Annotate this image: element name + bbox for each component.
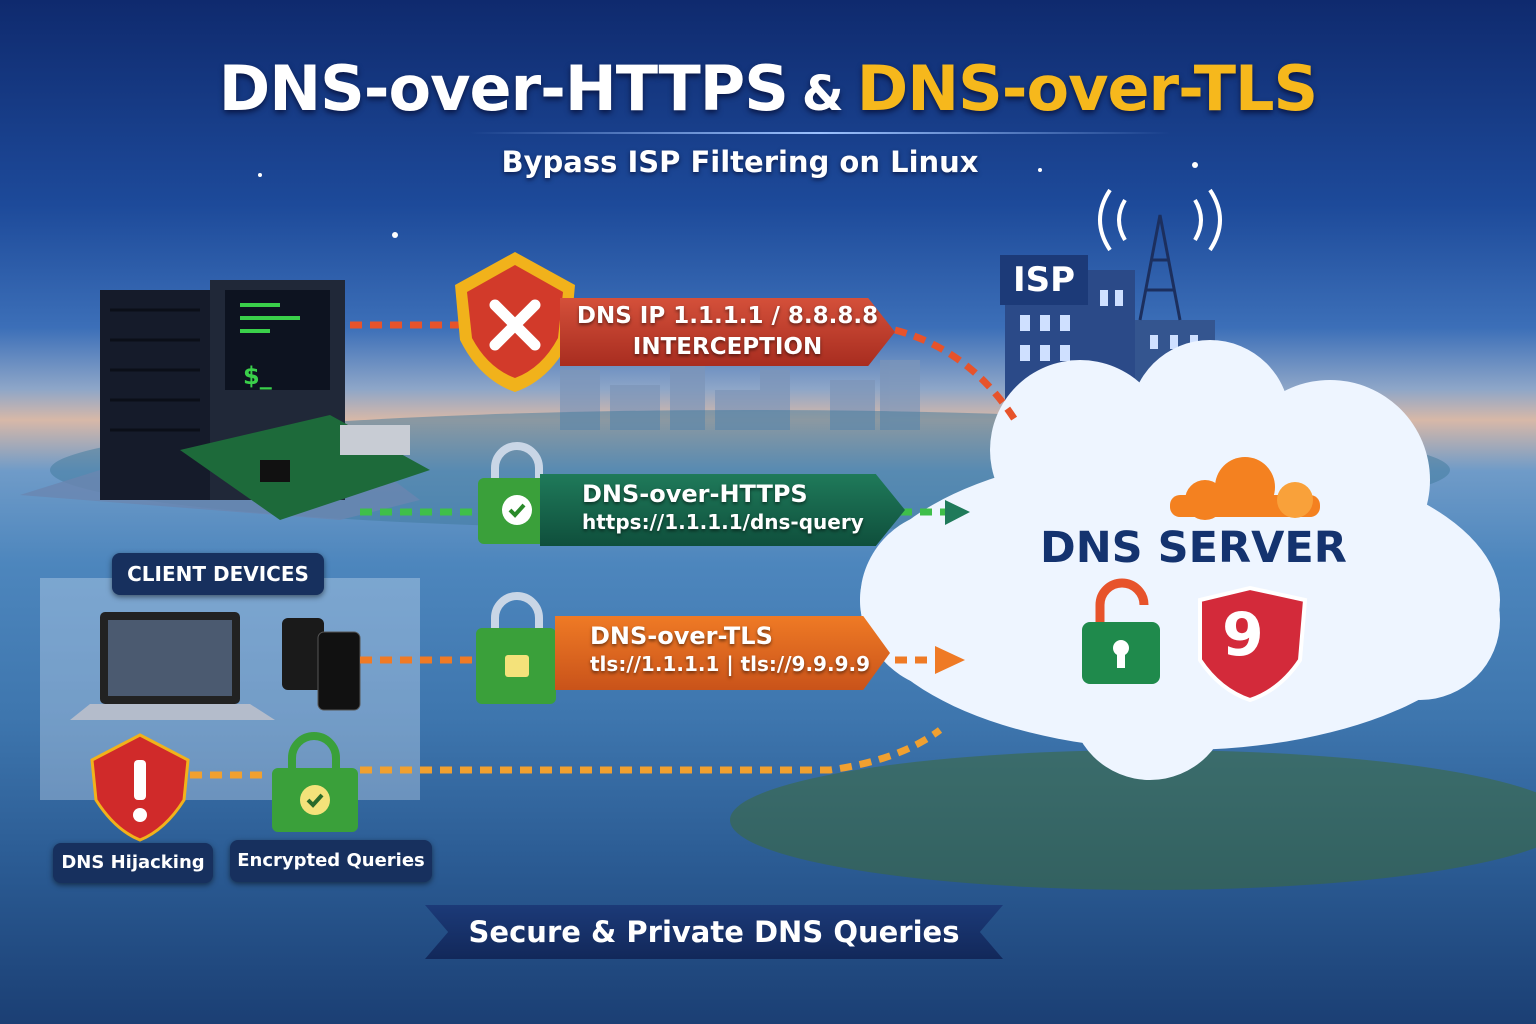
- quad9-shield-icon: [1198, 585, 1308, 703]
- star-sparkles: [258, 162, 1198, 238]
- smartphone-icon: [282, 618, 361, 711]
- title-doh: DNS-over-HTTPS: [218, 52, 789, 125]
- doh-title: DNS-over-HTTPS: [582, 480, 808, 508]
- dot-title: DNS-over-TLS: [590, 622, 773, 650]
- dns-cloud: [860, 340, 1500, 780]
- page-title: DNS-over-HTTPS&DNS-over-TLS: [0, 52, 1536, 125]
- dot-arrowhead: [935, 646, 965, 674]
- doh-arrowhead: [945, 500, 970, 525]
- encrypted-padlock-icon: [272, 732, 358, 832]
- interception-line1: DNS IP 1.1.1.1 / 8.8.8.8: [576, 303, 879, 329]
- dns-server-label: DNS SERVER: [1040, 523, 1347, 573]
- unlocked-padlock-icon: [1082, 578, 1160, 684]
- dns-hijacking-label: DNS Hijacking: [53, 843, 213, 883]
- interception-line2: INTERCEPTION: [632, 334, 823, 360]
- client-devices-label: CLIENT DEVICES: [112, 553, 324, 595]
- laptop-icon: [70, 612, 275, 720]
- trees: [730, 750, 1536, 890]
- title-dot: DNS-over-TLS: [856, 52, 1318, 125]
- title-ampersand: &: [801, 66, 844, 122]
- dot-padlock-icon: [476, 592, 556, 704]
- encrypted-queries-label: Encrypted Queries: [230, 840, 432, 882]
- dot-url: tls://1.1.1.1 | tls://9.9.9.9: [590, 652, 870, 676]
- doh-padlock-icon: [478, 442, 556, 544]
- subtitle: Bypass ISP Filtering on Linux: [501, 145, 979, 179]
- raspberry-pi-board: [180, 415, 430, 520]
- terminal-prompt: $_: [243, 362, 272, 390]
- isp-label: ISP: [1000, 255, 1088, 305]
- radio-tower-icon: [1098, 188, 1222, 321]
- cloudflare-logo: [1170, 457, 1320, 520]
- hijacking-warning-shield-icon: [90, 733, 190, 842]
- footer-banner: Secure & Private DNS Queries: [425, 905, 1003, 959]
- encrypted-flow-line: [190, 727, 943, 779]
- title-divider: [470, 132, 1170, 134]
- doh-url: https://1.1.1.1/dns-query: [582, 510, 864, 534]
- quad9-glyph: 9: [1222, 600, 1264, 670]
- blocked-shield-icon: [455, 252, 575, 392]
